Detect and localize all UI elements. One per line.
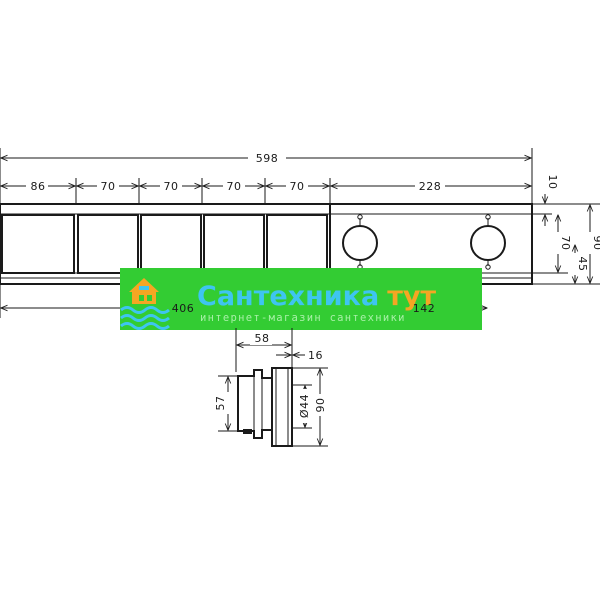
dim-height-total: 90 <box>591 236 600 251</box>
watermark: Сантехника тут интернет-магазин сантехник… <box>120 268 482 330</box>
button-2 <box>77 214 139 274</box>
dim-segment-5: 70 <box>290 180 305 193</box>
button-5 <box>266 214 328 274</box>
front-plate <box>271 367 293 447</box>
dim-offset-top: 10 <box>546 175 559 190</box>
dim-side-height: 57 <box>214 396 227 411</box>
dim-segment-1: 86 <box>31 180 46 193</box>
watermark-subtitle: интернет-магазин сантехники <box>200 312 406 324</box>
watermark-brand-cyan: Сантехника <box>197 281 379 312</box>
side-view: 58 16 57 Ø44 90 <box>214 328 328 447</box>
dim-height-mid: 70 <box>559 236 572 251</box>
button-4 <box>203 214 265 274</box>
watermark-background <box>120 268 482 330</box>
right-dimensions: 10 70 45 90 <box>500 175 600 285</box>
dim-segment-right: 228 <box>419 180 442 193</box>
watermark-brand: Сантехника тут <box>197 281 436 312</box>
watermark-brand-orange: тут <box>387 281 436 312</box>
thermostat-knob-left <box>342 214 378 270</box>
dim-panel-thickness: 16 <box>308 349 323 362</box>
dim-base-right: 142 <box>413 302 436 315</box>
dim-base-left: 406 <box>172 302 195 315</box>
top-dimensions: 598 86 70 70 70 70 228 <box>0 148 533 204</box>
dim-diameter: Ø44 <box>298 394 311 418</box>
mounting-body <box>237 369 273 439</box>
dim-side-panel-height: 90 <box>314 398 327 413</box>
button-1 <box>1 214 75 274</box>
house-wave-logo <box>120 278 170 330</box>
dim-segment-3: 70 <box>164 180 179 193</box>
thermostat-knob-right <box>470 214 506 270</box>
dim-segment-2: 70 <box>101 180 116 193</box>
dim-segment-4: 70 <box>227 180 242 193</box>
dim-height-lower: 45 <box>576 257 589 272</box>
dim-depth: 58 <box>255 332 270 345</box>
button-3 <box>140 214 202 274</box>
dim-total-width: 598 <box>256 152 279 165</box>
bottom-dimension-labels: 406 142 <box>172 302 436 315</box>
